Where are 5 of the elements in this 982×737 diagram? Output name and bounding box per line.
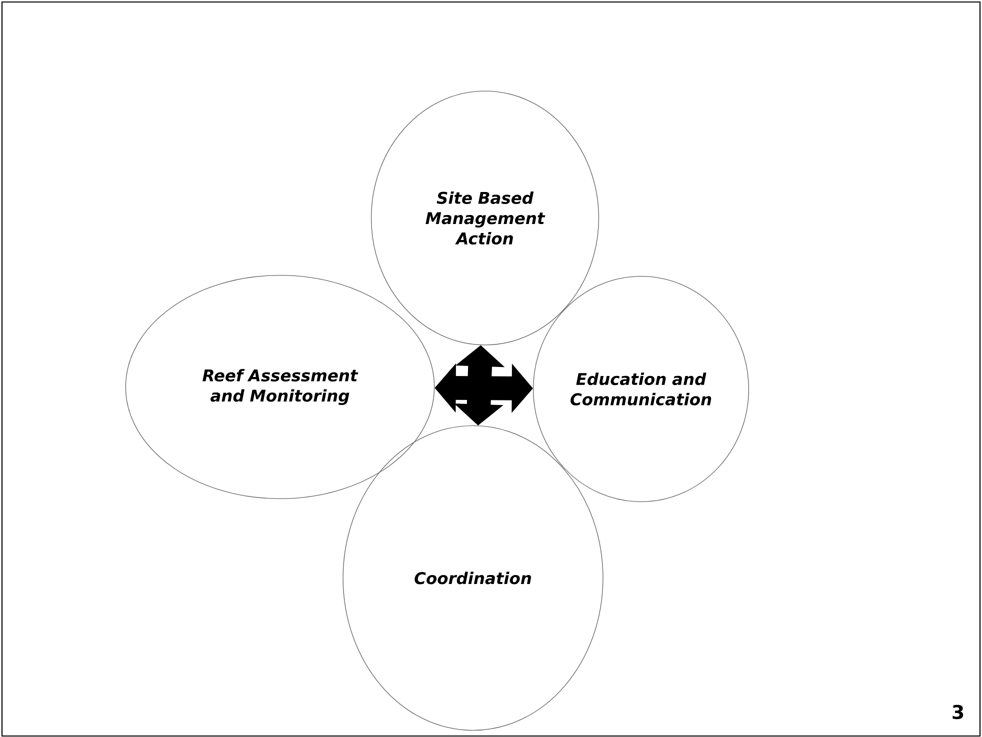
page-number: 3 bbox=[952, 704, 964, 720]
ellipse-node: Coordination bbox=[342, 425, 604, 731]
ellipse-node: Site Based Management Action bbox=[370, 90, 600, 346]
ellipse-node: Reef Assessment and Monitoring bbox=[125, 274, 435, 500]
ellipse-node: Education and Communication bbox=[532, 276, 750, 502]
